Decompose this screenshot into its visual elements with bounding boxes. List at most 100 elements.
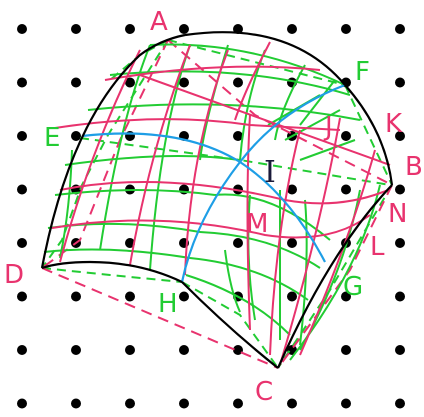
green-grid-curve <box>43 248 191 259</box>
grid-dot <box>179 345 189 355</box>
grid-dot <box>287 398 297 409</box>
green-grid-curve <box>274 64 306 141</box>
outline-bottom-left <box>41 260 183 283</box>
label-F: F <box>355 57 370 87</box>
grid-dot <box>395 77 405 88</box>
green-dashed-line <box>79 137 391 186</box>
grid-dot <box>125 291 135 302</box>
green-grid-curve <box>87 103 361 121</box>
grid-dot <box>287 291 297 302</box>
grid-dot <box>233 398 243 409</box>
red-grid-curves <box>51 41 391 366</box>
grid-dot <box>17 131 27 141</box>
outline-right <box>344 84 394 186</box>
red-grid-curve <box>59 49 141 263</box>
blue-curves <box>81 83 346 283</box>
green-dashed-line <box>41 267 183 283</box>
label-N: N <box>388 199 407 229</box>
grid-dot <box>287 238 297 248</box>
grid-dot <box>341 131 351 141</box>
grid-dot <box>17 184 27 195</box>
red-dashed-line <box>41 267 279 369</box>
grid-dot <box>17 238 27 248</box>
green-dashed-line <box>344 84 393 186</box>
grid-dot <box>395 131 405 141</box>
red-grid-curve <box>104 65 321 81</box>
grid-dot <box>395 291 405 302</box>
grid-dot <box>17 24 27 34</box>
red-grid-curve <box>51 214 371 239</box>
grid-dot <box>233 77 243 88</box>
grid-dot <box>341 24 351 34</box>
green-grid-curve <box>299 139 356 161</box>
outline-top <box>184 31 346 86</box>
grid-dot <box>341 291 351 302</box>
grid-dot <box>179 24 189 34</box>
red-grid-curve <box>129 44 191 266</box>
grid-dot <box>125 77 135 88</box>
grid-dot <box>179 398 189 409</box>
grid-dot <box>233 345 243 355</box>
red-grid-curve <box>234 41 271 121</box>
red-grid-curve <box>59 181 389 205</box>
grid-dot <box>341 184 351 195</box>
surface-outline <box>40 31 394 369</box>
grid-dot <box>395 398 405 409</box>
grid-dot <box>287 184 297 195</box>
green-grid-curve <box>299 79 336 126</box>
green-grid-curve <box>189 257 309 301</box>
green-grid-curve <box>214 193 331 241</box>
grid-dot <box>71 131 81 141</box>
label-C: C <box>255 377 273 407</box>
label-H: H <box>158 289 178 319</box>
red-grid-curve <box>184 49 229 276</box>
outline-right-lower <box>276 184 393 369</box>
grid-dot <box>179 291 189 302</box>
label-J: J <box>323 112 333 142</box>
green-grid-curve <box>54 189 216 196</box>
grid-dot <box>125 24 135 34</box>
red-dashed-lines <box>41 39 393 369</box>
red-grid-curve <box>246 114 251 331</box>
grid-dot <box>125 238 135 248</box>
label-E: E <box>44 123 60 153</box>
green-grid-curve <box>64 155 241 166</box>
grid-dot <box>395 24 405 34</box>
green-dashed-line <box>181 281 279 369</box>
grid-dot <box>179 77 189 88</box>
grid-dot <box>71 398 81 409</box>
green-grid-curve <box>109 70 351 96</box>
red-grid-curve <box>54 118 341 131</box>
label-I: I <box>264 155 276 190</box>
grid-dot <box>125 345 135 355</box>
grid-dot <box>233 131 243 141</box>
grid-dot <box>17 291 27 302</box>
red-dashed-line <box>167 39 393 186</box>
outline-bottom <box>181 281 279 369</box>
green-grid-curve <box>149 43 346 86</box>
grid-dot <box>341 345 351 355</box>
grid-dot <box>71 77 81 88</box>
label-B: B <box>405 152 423 182</box>
green-dashed-lines <box>41 39 393 369</box>
grid-dot <box>17 345 27 355</box>
grid-dot <box>17 398 27 409</box>
point-labels: A F K J E B I N M L D G H C <box>4 7 423 407</box>
grid-dot <box>395 345 405 355</box>
label-M: M <box>246 209 268 239</box>
green-grid-curve <box>284 109 341 141</box>
label-L: L <box>370 232 385 262</box>
green-dashed-line <box>41 39 169 269</box>
grid-dot <box>71 291 81 302</box>
grid-dot <box>71 24 81 34</box>
grid-dot <box>341 398 351 409</box>
grid-dot <box>395 184 405 195</box>
grid-dot <box>17 77 27 88</box>
green-grid-curve <box>224 249 241 313</box>
blue-curve-vertical <box>180 83 346 283</box>
label-G: G <box>343 272 363 302</box>
grid-dot <box>395 238 405 248</box>
label-D: D <box>4 260 24 290</box>
